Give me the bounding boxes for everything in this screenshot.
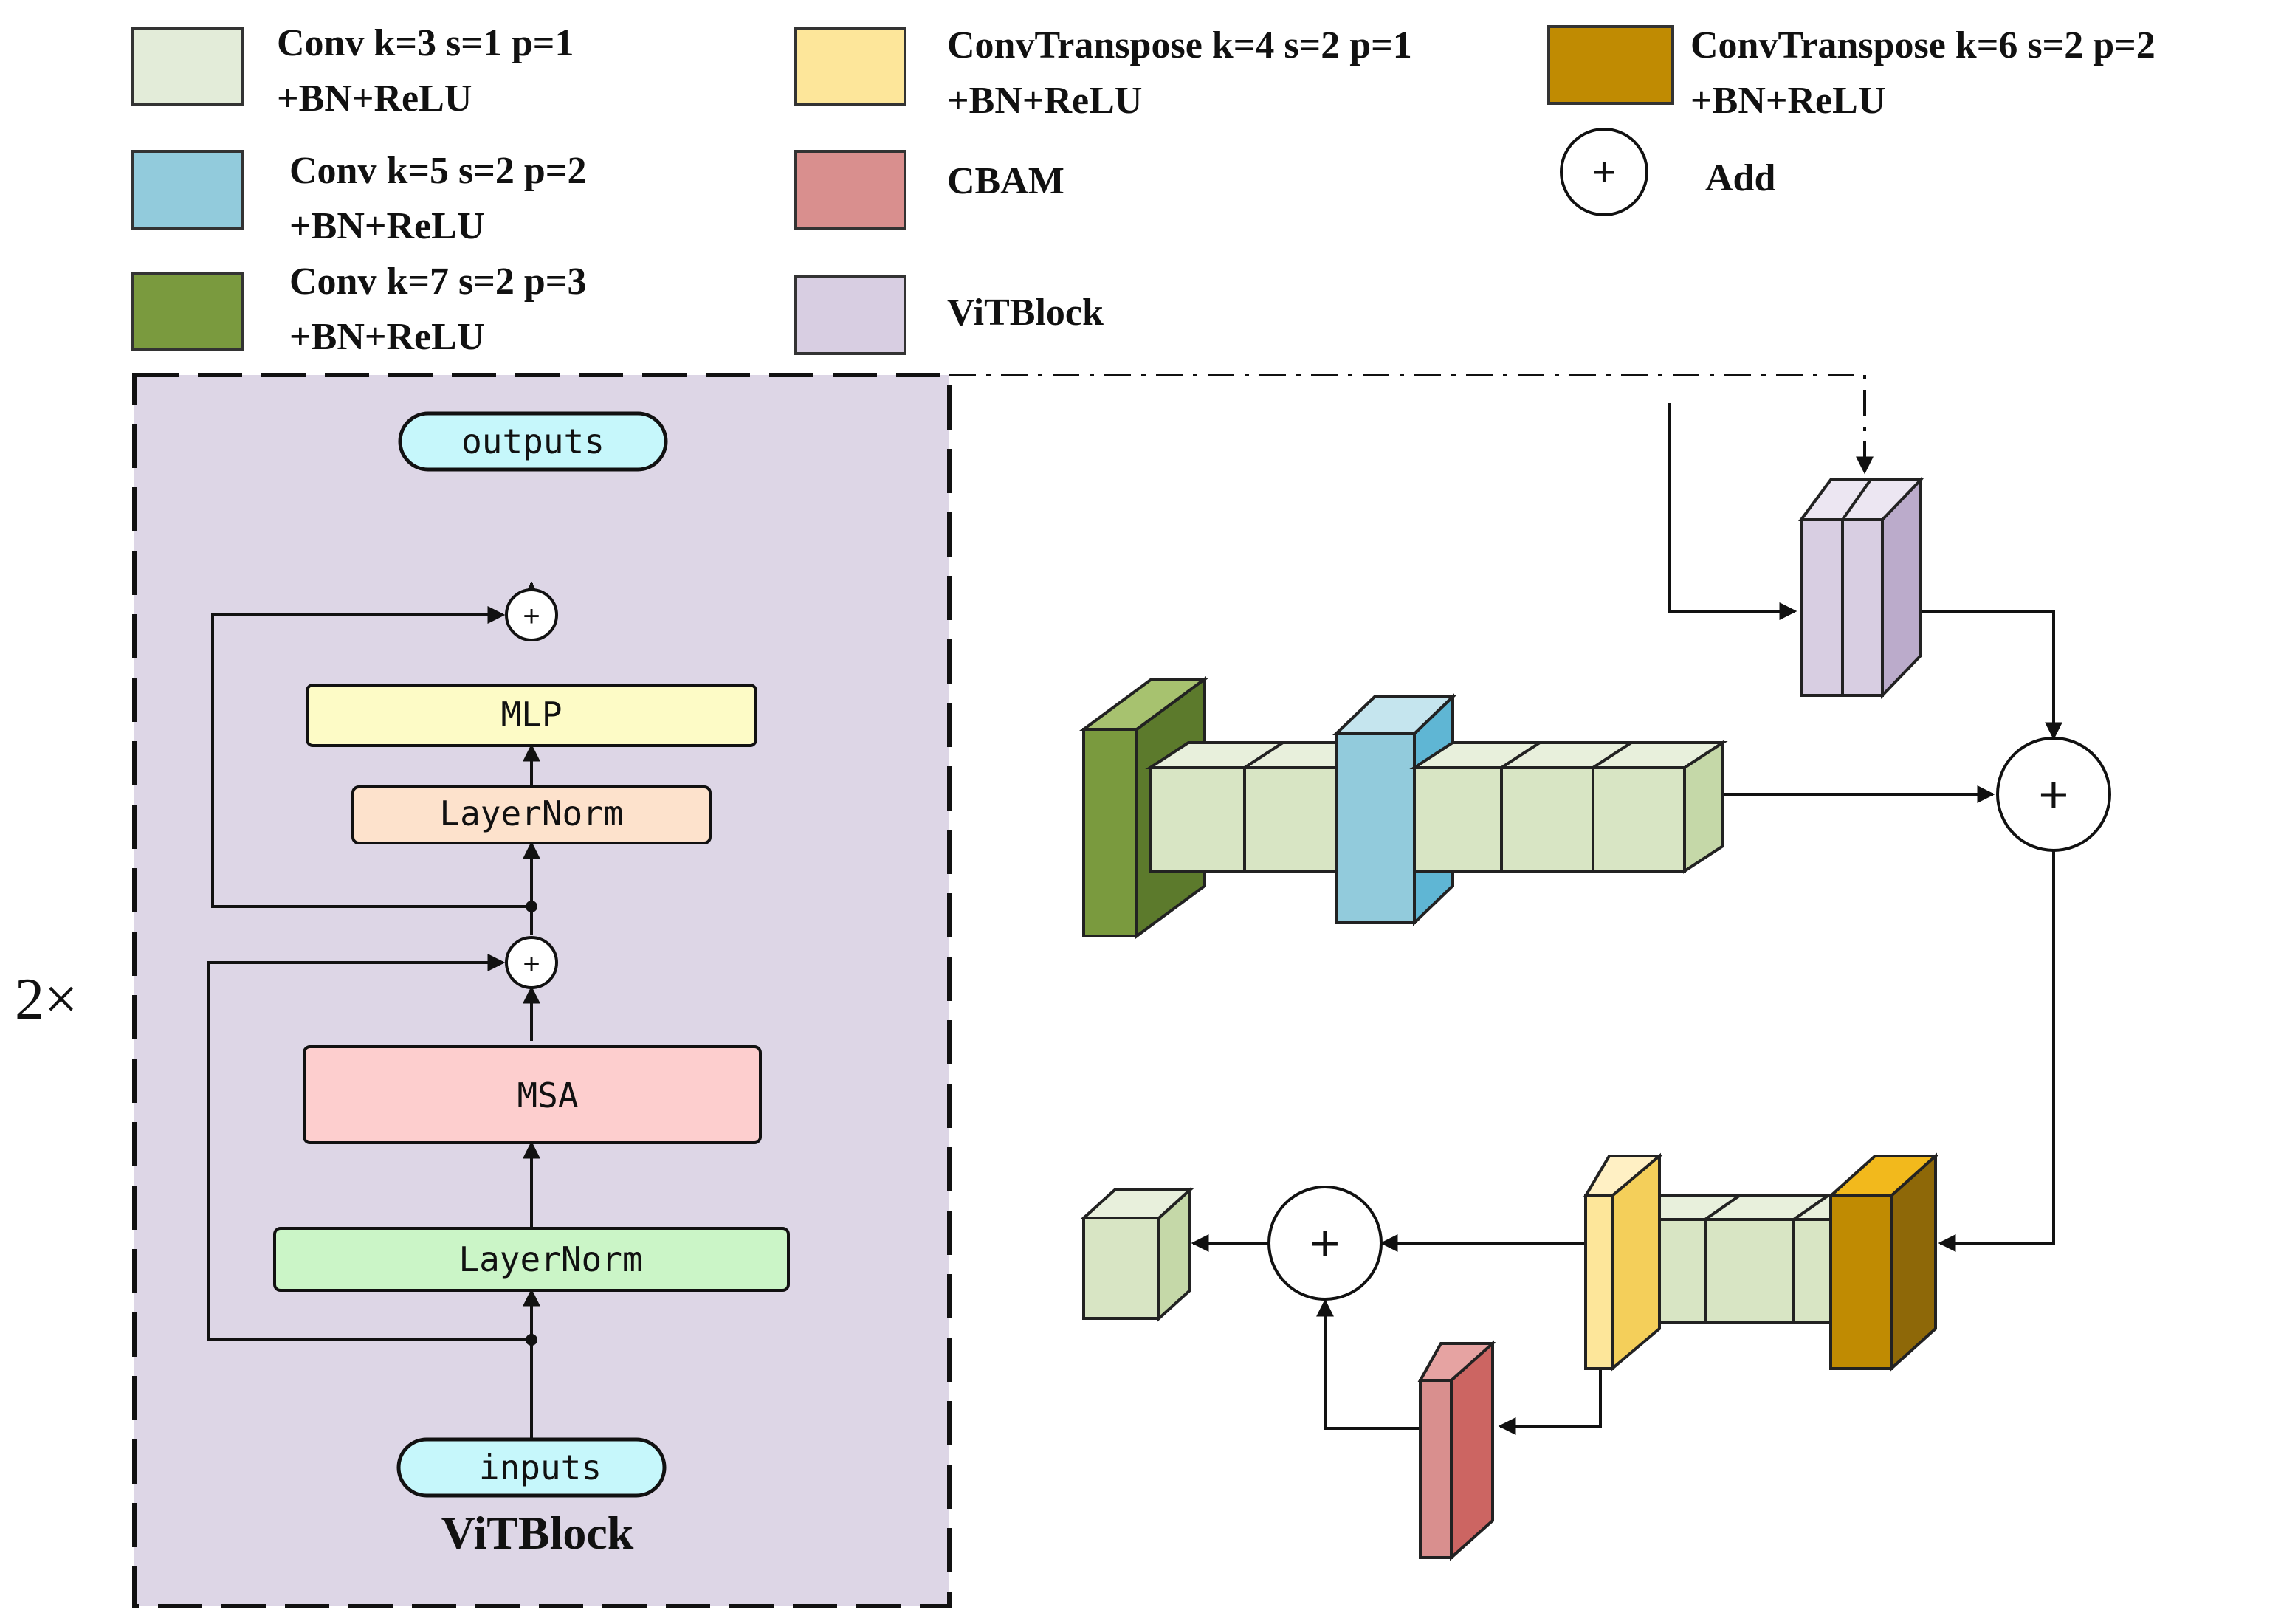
add-label: Add [1705, 157, 1775, 199]
add-symbol: + [1310, 1214, 1341, 1272]
outputs-label: outputs [461, 422, 605, 461]
output-block [1079, 1186, 1194, 1322]
vitblock-panel-bg [132, 373, 952, 1608]
vitblock-caption: ViTBlock [441, 1507, 634, 1559]
convtranspose4-label-line2: +BN+ReLU [947, 80, 1142, 122]
cbam-swatch [794, 150, 906, 230]
convtranspose6-block [1826, 1152, 1940, 1372]
msa-label: MSA [517, 1076, 578, 1115]
conv3-label-line1: Conv k=3 s=1 p=1 [277, 22, 574, 64]
add-icon [1560, 128, 1648, 216]
vit-add-2: + [505, 588, 558, 641]
skip-junction-2 [526, 901, 537, 912]
network: + + [1078, 403, 2111, 1561]
conv3-block-4 [1496, 741, 1637, 873]
legend-item-cbam: CBAM [794, 150, 1064, 230]
msa-node: MSA [303, 1045, 762, 1144]
mlp-label: MLP [500, 695, 562, 734]
legend-item-conv5: Conv k=5 s=2 p=2 +BN+ReLU [131, 150, 586, 247]
conv7-label-line1: Conv k=7 s=2 p=3 [289, 261, 586, 303]
legend-item-add: + Add [1560, 128, 1775, 216]
legend-item-convtranspose4: ConvTranspose k=4 s=2 p=1 +BN+ReLU [794, 24, 1412, 122]
vitblock-panel: 2× + + outputs MLP [15, 373, 952, 1608]
cbam-label: CBAM [947, 160, 1064, 202]
convtranspose4-label-line1: ConvTranspose k=4 s=2 p=1 [947, 24, 1412, 66]
conv7-label-line2: +BN+ReLU [289, 316, 484, 358]
vitblock-stack [1798, 476, 1924, 699]
add-icon [1267, 1186, 1383, 1301]
conv3-block-5 [1588, 740, 1728, 874]
inputs-label: inputs [479, 1448, 602, 1487]
convtranspose4-swatch [794, 27, 906, 106]
conv5-label-line1: Conv k=5 s=2 p=2 [289, 150, 586, 192]
conv5-swatch [131, 150, 244, 230]
layernorm-label-2: LayerNorm [439, 794, 623, 833]
convtranspose6-label-line2: +BN+ReLU [1690, 80, 1885, 122]
add-symbol: + [523, 948, 540, 980]
network-add-2: + [1267, 1186, 1383, 1301]
skip-junction-1 [526, 1334, 537, 1346]
cbam-block [1417, 1340, 1496, 1561]
vitblock-legend-label: ViTBlock [947, 292, 1104, 334]
mlp-node: MLP [306, 684, 757, 747]
conv3-swatch [131, 27, 244, 106]
legend-item-vitblock: ViTBlock [794, 275, 1104, 355]
conv7-swatch [131, 272, 244, 351]
legend-item-conv3: Conv k=3 s=1 p=1 +BN+ReLU [131, 22, 574, 120]
legend-item-convtranspose6: ConvTranspose k=6 s=2 p=2 +BN+ReLU [1547, 24, 2156, 122]
outputs-node: outputs [398, 411, 668, 472]
inputs-node: inputs [396, 1437, 667, 1498]
add-symbol: + [1592, 148, 1617, 195]
add-icon [1996, 737, 2111, 852]
conv5-label-line2: +BN+ReLU [289, 205, 484, 247]
layernorm-node-1: LayerNorm [273, 1227, 790, 1292]
convtranspose6-swatch [1547, 25, 1674, 105]
layernorm-label-1: LayerNorm [458, 1239, 642, 1279]
add-icon [505, 588, 558, 641]
vit-add-1: + [505, 936, 558, 989]
network-add-1: + [1996, 737, 2111, 852]
add-symbol: + [523, 600, 540, 633]
convtranspose4-block [1583, 1152, 1664, 1372]
add-symbol: + [2039, 765, 2069, 823]
repeat-label: 2× [15, 967, 78, 1032]
layernorm-node-2: LayerNorm [351, 785, 712, 844]
add-icon [505, 936, 558, 989]
convtranspose6-label-line1: ConvTranspose k=6 s=2 p=2 [1690, 24, 2156, 66]
conv3-label-line2: +BN+ReLU [277, 78, 472, 120]
vitblock-swatch [794, 275, 906, 355]
vit-connector [949, 374, 1874, 475]
legend-item-conv7: Conv k=7 s=2 p=3 +BN+ReLU [131, 261, 586, 358]
conv3-block-1 [1145, 741, 1288, 873]
legend: Conv k=3 s=1 p=1 +BN+ReLU Conv k=5 s=2 p… [131, 22, 2156, 358]
dec-conv3-block-2 [1700, 1194, 1833, 1324]
